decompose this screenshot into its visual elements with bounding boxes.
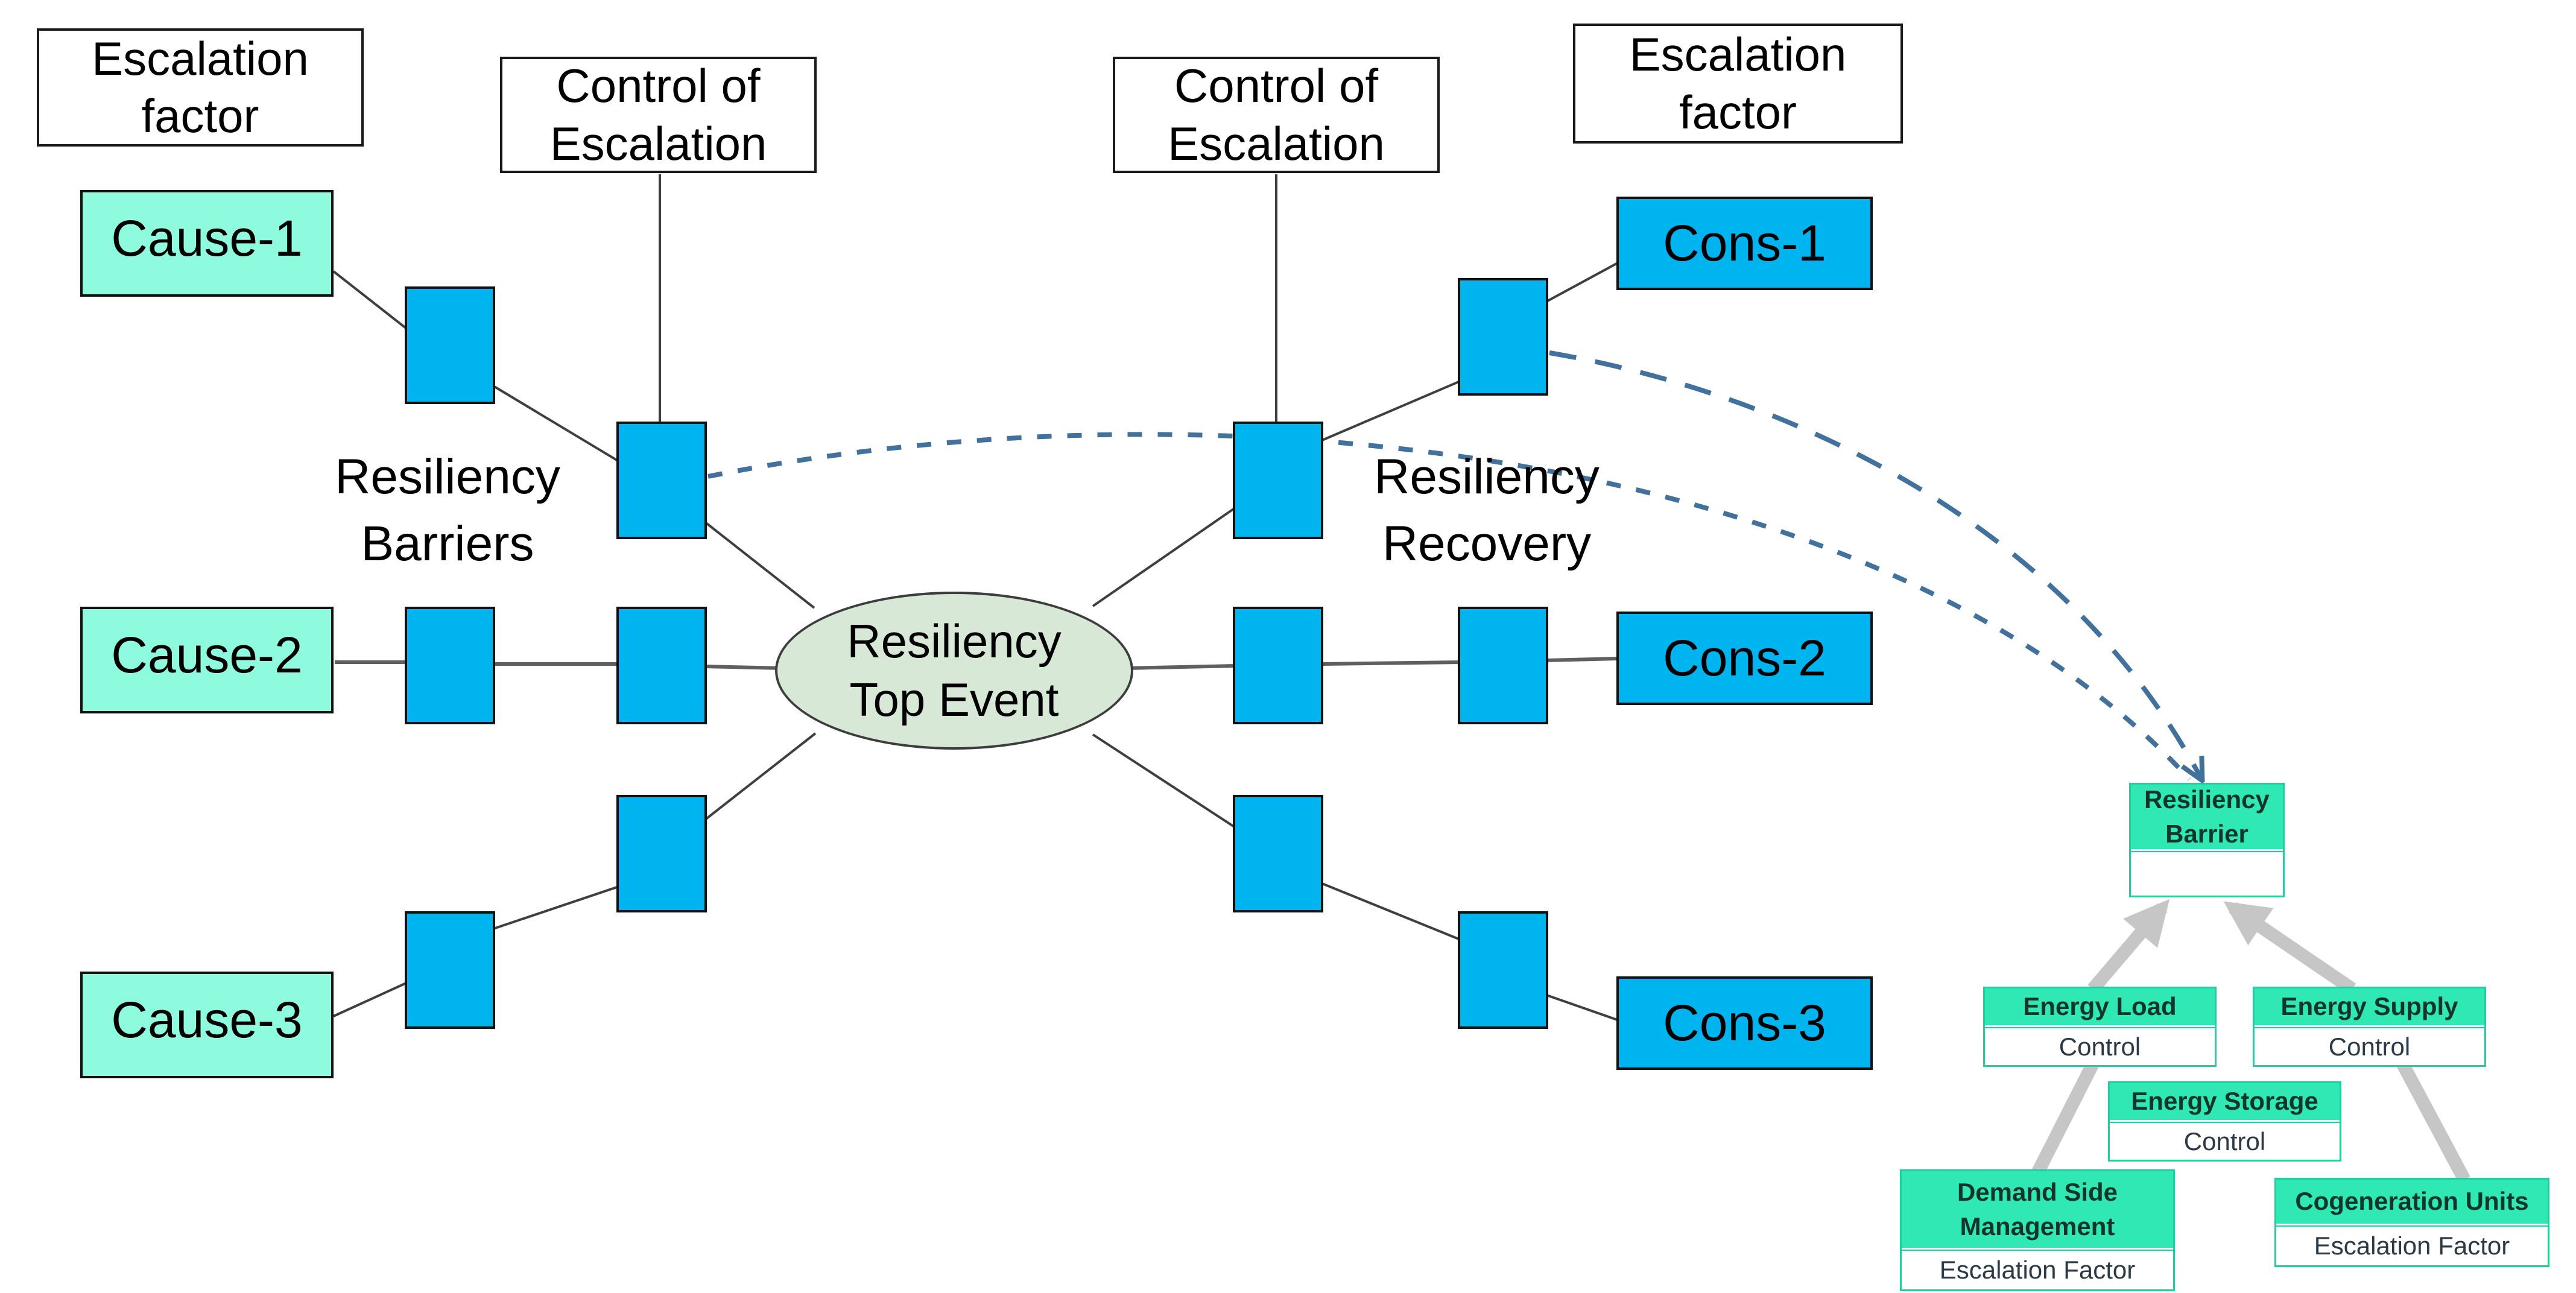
- control-of-escalation-label-left: Control of Escalation: [500, 57, 817, 173]
- line-recovery-to-recovery-cons2: [1321, 660, 1461, 666]
- cause-1-box: Cause-1: [80, 190, 334, 297]
- tree-node-demand-side-management: Demand Side Management Escalation Factor: [1900, 1169, 2175, 1291]
- tree-node-cogeneration-units-title: Cogeneration Units: [2276, 1180, 2548, 1225]
- tree-arrow-energy-supply-to-barrier: [2223, 901, 2356, 995]
- line-recovery-to-cons1: [1546, 261, 1619, 303]
- tree-node-energy-supply: Energy Supply Control: [2253, 987, 2486, 1067]
- dashed-link-recovery-barrier-to-tree: [1549, 350, 2200, 777]
- tree-node-energy-load: Energy Load Control: [1983, 987, 2217, 1067]
- tree-node-energy-load-body: Control: [1985, 1027, 2215, 1065]
- cons-3-box: Cons-3: [1616, 976, 1873, 1070]
- tree-node-cogeneration-units-body: Escalation Factor: [2276, 1225, 2548, 1265]
- escalation-factor-label-left: Escalation factor: [37, 28, 364, 147]
- tree-arrow-energy-load-to-barrier: [2087, 899, 2170, 994]
- recovery-cons1-2: [1458, 278, 1548, 396]
- barrier-cause2-2: [616, 607, 707, 724]
- line-topevent-to-recovery-cons3: [1092, 733, 1236, 829]
- barrier-cause3-1: [405, 911, 495, 1029]
- barrier-cause2-1: [405, 607, 495, 724]
- control-of-escalation-label-right: Control of Escalation: [1113, 57, 1440, 173]
- tree-node-resiliency-barrier-body: [2131, 851, 2283, 896]
- dashed-link-left-barrier-to-tree: [707, 432, 2191, 781]
- line-barrier-to-barrier-cause1: [492, 385, 620, 463]
- tree-node-resiliency-barrier-title: Resiliency Barrier: [2131, 785, 2283, 851]
- tree-node-energy-load-title: Energy Load: [1985, 988, 2215, 1027]
- barrier-cause3-2: [616, 795, 707, 912]
- cons-2-box: Cons-2: [1616, 612, 1873, 705]
- cons-1-box: Cons-1: [1616, 197, 1873, 290]
- line-cause1-to-barrier: [332, 270, 410, 332]
- recovery-cons2-1: [1233, 607, 1323, 724]
- cause-2-box: Cause-2: [80, 607, 334, 713]
- tree-node-cogeneration-units: Cogeneration Units Escalation Factor: [2274, 1178, 2549, 1267]
- escalation-factor-label-right: Escalation factor: [1573, 24, 1903, 144]
- recovery-cons3-1: [1233, 795, 1323, 912]
- resiliency-recovery-label: Resiliency Recovery: [1374, 449, 1600, 571]
- resiliency-barriers-label: Resiliency Barriers: [335, 449, 560, 571]
- line-barrier-to-topevent-cause1: [703, 520, 815, 609]
- resiliency-top-event-ellipse: Resiliency Top Event: [775, 592, 1133, 750]
- tree-node-demand-side-management-title: Demand Side Management: [1902, 1171, 2173, 1250]
- tree-node-energy-storage: Energy Storage Control: [2108, 1081, 2341, 1162]
- line-barrier-to-barrier-cause3: [493, 885, 619, 930]
- tree-node-energy-storage-body: Control: [2110, 1122, 2340, 1160]
- recovery-cons3-2: [1458, 911, 1548, 1029]
- line-recovery-to-recovery-cons1: [1321, 380, 1461, 441]
- tree-node-demand-side-management-body: Escalation Factor: [1902, 1250, 2173, 1289]
- line-recovery-to-cons2: [1546, 657, 1619, 662]
- barrier-cause1-2: [616, 422, 707, 539]
- cause-3-box: Cause-3: [80, 972, 334, 1078]
- recovery-cons1-1: [1233, 422, 1323, 539]
- line-barrier-to-topevent-cause3: [703, 732, 817, 821]
- tree-node-resiliency-barrier: Resiliency Barrier: [2129, 783, 2285, 897]
- line-barrier-to-topevent-cause2: [704, 665, 785, 670]
- recovery-cons2-2: [1458, 607, 1548, 724]
- barrier-cause1-1: [405, 286, 495, 404]
- tree-node-energy-supply-body: Control: [2255, 1027, 2484, 1065]
- line-topevent-to-recovery-cons1: [1092, 507, 1236, 607]
- tree-node-energy-supply-title: Energy Supply: [2255, 988, 2484, 1027]
- line-topevent-to-recovery-cons2: [1126, 664, 1236, 670]
- line-cause3-to-barrier: [333, 981, 410, 1017]
- line-recovery-to-cons3: [1546, 994, 1619, 1022]
- line-recovery-to-recovery-cons3: [1321, 882, 1461, 941]
- tree-node-energy-storage-title: Energy Storage: [2110, 1083, 2340, 1122]
